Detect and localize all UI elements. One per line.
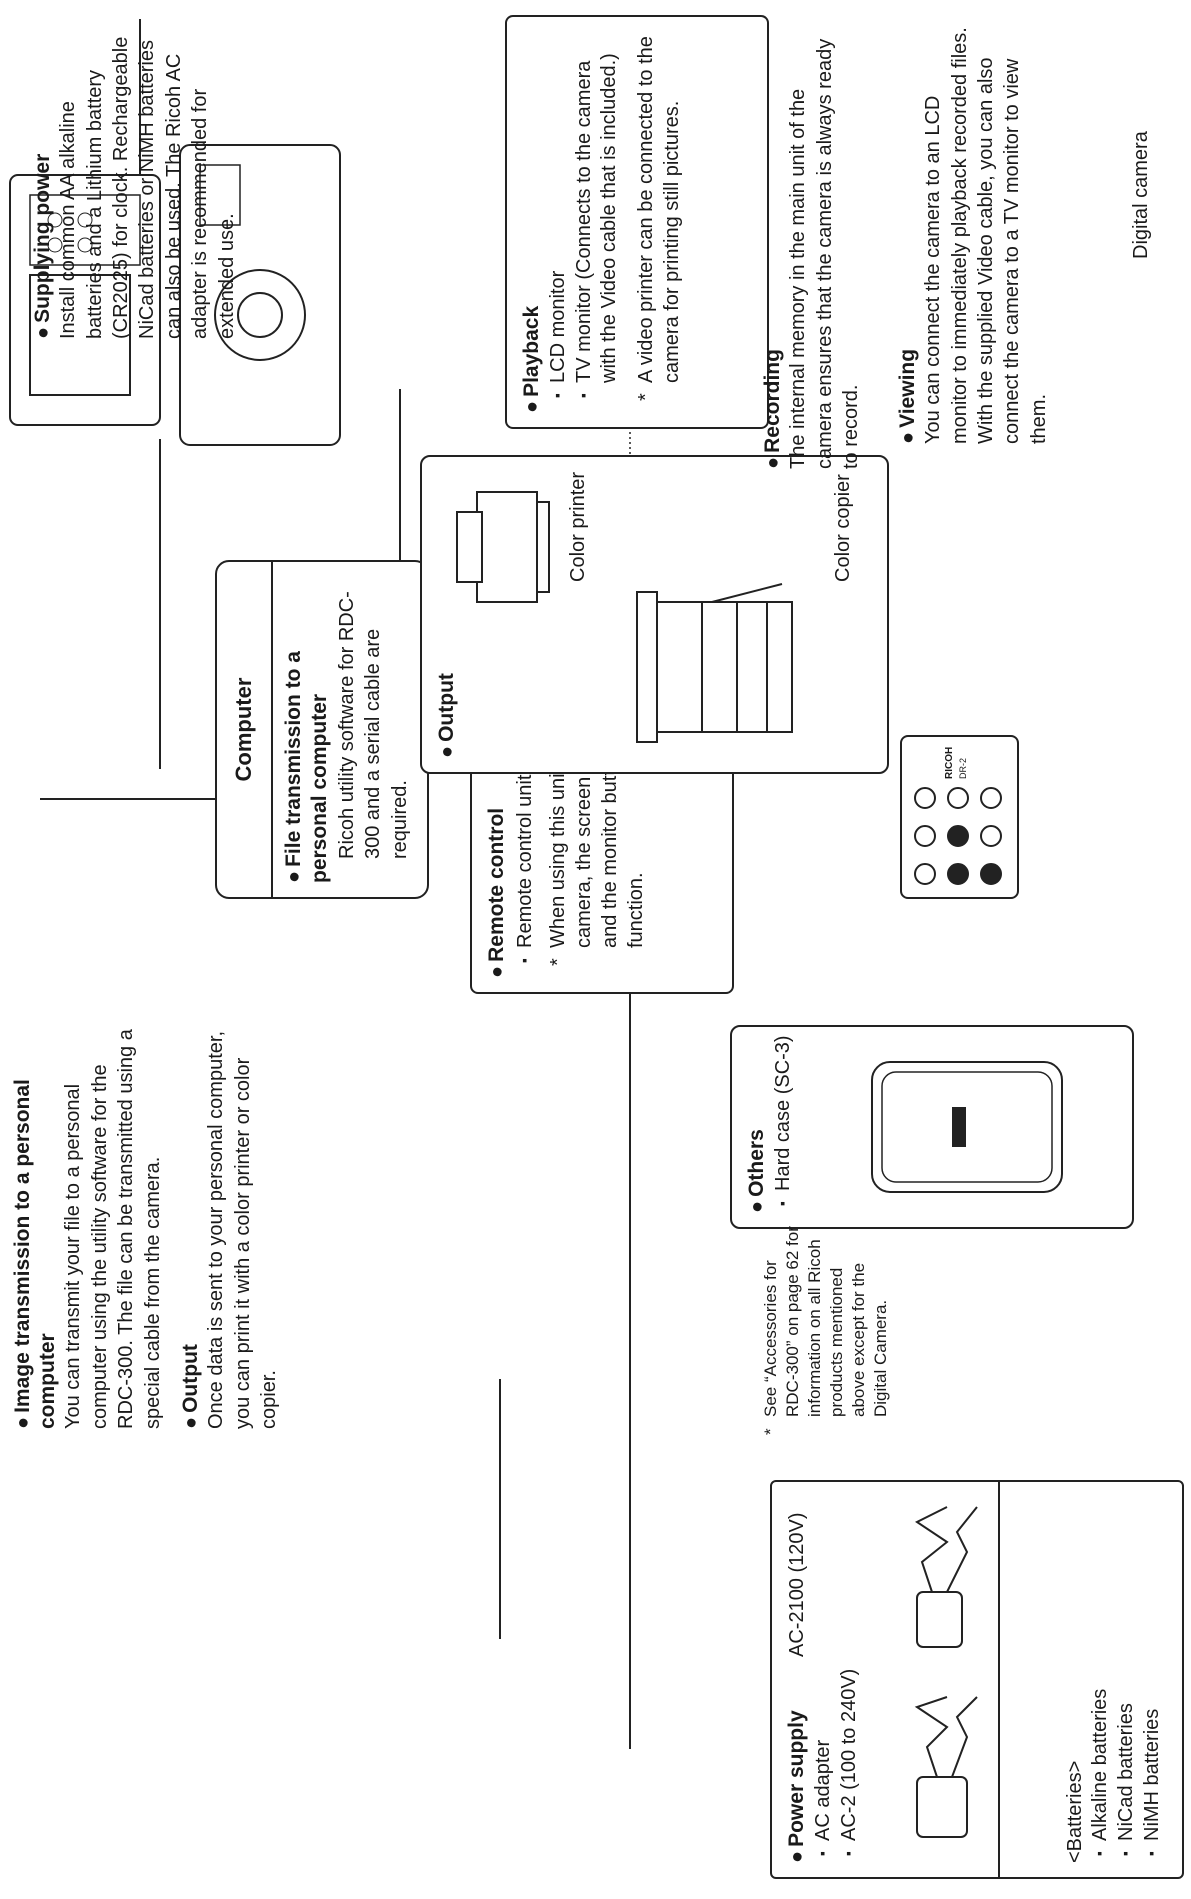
ac-adapter-icon xyxy=(877,1687,987,1847)
list-item: NiMH batteries xyxy=(1140,1689,1166,1863)
list-item: AC-2 (100 to 240V) xyxy=(837,1482,863,1863)
computer-heading: File transmission to a personal computer xyxy=(282,651,330,883)
output-box: Output Color printer Color copier xyxy=(420,455,889,774)
batteries-heading: <Batteries> xyxy=(1062,1689,1088,1863)
bullet-icon xyxy=(11,1413,34,1429)
remote-button-icon xyxy=(980,825,1002,847)
description-block-lower: Image transmission to a personal compute… xyxy=(10,1009,282,1429)
color-printer-icon xyxy=(447,472,557,622)
remote-device: RICOH DR-2 xyxy=(900,735,1019,899)
bullet-icon xyxy=(785,1847,808,1863)
description-item: Viewing You can connect the camera to an… xyxy=(895,24,1052,444)
hard-case-icon xyxy=(842,1037,1082,1217)
list-item: LCD monitor xyxy=(546,31,572,405)
output-heading: Output xyxy=(435,673,458,742)
power-adapter-section: Power supply AC adapter AC-2 (100 to 240… xyxy=(772,1482,997,1877)
others-heading: Others xyxy=(745,1129,768,1197)
description-heading: Image transmission to a personal compute… xyxy=(11,1079,59,1429)
remote-button-icon xyxy=(914,787,936,809)
digital-camera-label: Digital camera xyxy=(1130,131,1153,259)
bullet-icon xyxy=(435,742,458,758)
batteries-section: <Batteries> Alkaline batteries NiCad bat… xyxy=(1062,1689,1165,1863)
power-items: AC adapter AC-2 (100 to 240V) xyxy=(811,1482,862,1863)
playback-heading: Playback xyxy=(520,306,543,397)
bullet-icon xyxy=(745,1197,768,1213)
color-printer-label: Color printer xyxy=(567,472,590,582)
bullet-icon xyxy=(520,397,543,413)
description-body: Install common AA alkaline batteries and… xyxy=(55,19,240,339)
description-block-list: Viewing You can connect the camera to an… xyxy=(895,24,1064,444)
descriptions-column: Supplying power Install common AA alkali… xyxy=(30,19,254,339)
description-heading: Supplying power xyxy=(31,154,54,323)
bullet-icon xyxy=(896,428,919,444)
remote-button-icon xyxy=(980,787,1002,809)
color-copier-label: Color copier xyxy=(832,474,855,582)
remote-button-icon xyxy=(914,863,936,885)
remote-button-icon xyxy=(947,787,969,809)
others-box: Others Hard case (SC-3) xyxy=(730,1025,1134,1229)
remote-button-icon xyxy=(947,825,969,847)
list-item: NiCad batteries xyxy=(1114,1689,1140,1863)
list-item: AC adapter xyxy=(811,1482,837,1863)
bullet-icon xyxy=(179,1413,202,1429)
description-item: Image transmission to a personal compute… xyxy=(10,1009,166,1429)
remote-brand: RICOH xyxy=(944,747,955,779)
ac-us-label: AC-2100 (120V) xyxy=(784,1512,810,1657)
list-item: Alkaline batteries xyxy=(1088,1689,1114,1863)
bullet-icon xyxy=(31,323,54,339)
description-block-recording: Recording The internal memory in the mai… xyxy=(760,29,864,469)
remote-button-icon xyxy=(980,863,1002,885)
playback-note: A video printer can be connected to the … xyxy=(633,31,685,405)
remote-button-icon xyxy=(914,825,936,847)
remote-button-icon xyxy=(947,863,969,885)
bullet-icon xyxy=(485,962,508,978)
remote-heading: Remote control xyxy=(485,808,508,962)
description-body: You can connect the camera to an LCD mon… xyxy=(920,24,1052,444)
power-supply-box: Power supply AC adapter AC-2 (100 to 240… xyxy=(770,1480,1184,1879)
playback-items: LCD monitor TV monitor (Connects to the … xyxy=(546,31,623,405)
description-body: Once data is sent to your personal compu… xyxy=(203,1009,282,1429)
list-item: TV monitor (Connects to the camera with … xyxy=(572,31,623,405)
others-items: Hard case (SC-3) xyxy=(771,1027,797,1213)
remote-model: DR-2 xyxy=(958,758,968,779)
bullet-icon xyxy=(761,453,784,469)
footnote: See “Accessories for RDC-300” on page 62… xyxy=(760,1217,893,1439)
computer-body: Ricoh utility software for RDC-300 and a… xyxy=(334,576,413,859)
description-body: The internal memory in the main unit of … xyxy=(785,29,864,469)
color-copier-icon xyxy=(612,582,802,752)
bullet-icon xyxy=(282,867,305,883)
description-item: Output Once data is sent to your persona… xyxy=(178,1009,282,1429)
description-body: You can transmit your file to a personal… xyxy=(60,1009,166,1429)
description-heading: Recording xyxy=(761,349,784,453)
computer-box: Computer File transmission to a personal… xyxy=(215,560,429,899)
computer-title: Computer xyxy=(231,562,257,897)
batteries-list: Alkaline batteries NiCad batteries NiMH … xyxy=(1088,1689,1165,1863)
list-item: Hard case (SC-3) xyxy=(771,1027,797,1213)
ac-adapter-us-icon xyxy=(877,1497,987,1657)
description-heading: Viewing xyxy=(896,349,919,428)
power-heading: Power supply xyxy=(785,1710,808,1847)
description-heading: Output xyxy=(179,1344,202,1413)
description-item: Supplying power Install common AA alkali… xyxy=(30,19,240,339)
playback-box: Playback LCD monitor TV monitor (Connect… xyxy=(505,15,769,429)
